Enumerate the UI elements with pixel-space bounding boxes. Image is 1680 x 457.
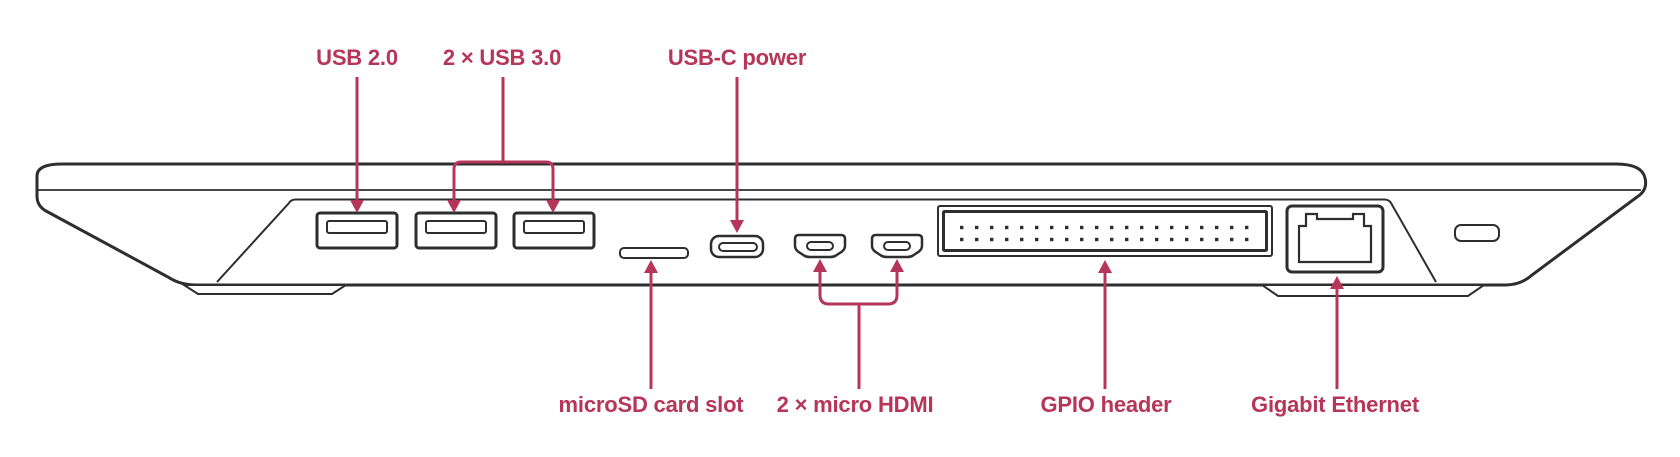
- foot-left: [180, 284, 350, 295]
- microsd-arrow: [644, 260, 658, 389]
- ethernet-port: [1285, 204, 1385, 274]
- usb-2-0-arrow: [350, 77, 364, 213]
- usb-3-0-bracket-arrow: [447, 77, 560, 213]
- laptop-body: [35, 162, 1648, 287]
- microsd-slot: [619, 247, 689, 259]
- foot-right: [1258, 284, 1488, 297]
- label-2x-micro-hdmi: 2 × micro HDMI: [776, 392, 934, 417]
- usb-c-arrow: [730, 77, 744, 233]
- label-2x-usb-3-0: 2 × USB 3.0: [442, 45, 562, 70]
- lock-slot-icon: [1454, 224, 1500, 242]
- label-gigabit-ethernet: Gigabit Ethernet: [1251, 392, 1419, 417]
- micro-hdmi-port-1: [793, 233, 847, 259]
- micro-hdmi-port-2: [870, 233, 924, 259]
- usb-a-port-1: [315, 211, 399, 250]
- micro-hdmi-bracket-arrow: [813, 259, 904, 389]
- gpio-arrow: [1098, 260, 1112, 389]
- front-face-edge: [216, 198, 1437, 283]
- usb-c-port: [709, 234, 765, 259]
- ethernet-arrow: [1330, 276, 1344, 389]
- gpio-pins: [960, 225, 1249, 242]
- label-microsd-card-slot: microSD card slot: [558, 392, 744, 417]
- label-usb-2-0: USB 2.0: [316, 45, 398, 70]
- gpio-header: [937, 205, 1273, 257]
- usb-a-port-2: [414, 211, 498, 250]
- label-gpio-header: GPIO header: [1040, 392, 1172, 417]
- usb-a-port-3: [512, 211, 596, 250]
- label-usb-c-power: USB-C power: [667, 45, 807, 70]
- callout-arrows: [350, 77, 1344, 389]
